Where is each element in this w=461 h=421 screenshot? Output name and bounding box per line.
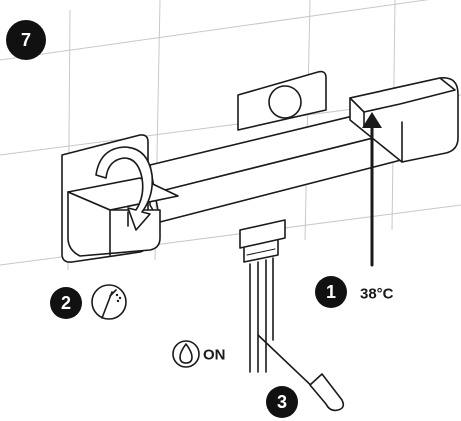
water-drop-icon (172, 340, 200, 368)
callout-2-number: 2 (61, 293, 71, 313)
flow-handle[interactable] (67, 177, 179, 257)
water-on-indicator: ON (172, 340, 226, 368)
temperature-label: 38°C (360, 286, 394, 303)
thermostat-handle[interactable] (349, 77, 459, 163)
outlet-connector (239, 219, 286, 263)
callout-1: 1 38°C (315, 276, 394, 308)
step-badge: 7 (6, 20, 46, 60)
rotate-arrow-icon (95, 146, 154, 231)
hand-shower-icon (91, 284, 127, 320)
up-arrow-icon (362, 112, 382, 267)
screwdriver-icon (257, 334, 345, 412)
callout-3: 3 (266, 386, 298, 418)
water-on-label: ON (203, 347, 226, 364)
right-wall-plate (237, 70, 327, 131)
step-number: 7 (21, 30, 31, 50)
water-flow-lines (249, 257, 274, 373)
callout-2: 2 (50, 284, 127, 320)
callout-3-number: 3 (277, 392, 287, 412)
callout-1-number: 1 (326, 282, 336, 302)
